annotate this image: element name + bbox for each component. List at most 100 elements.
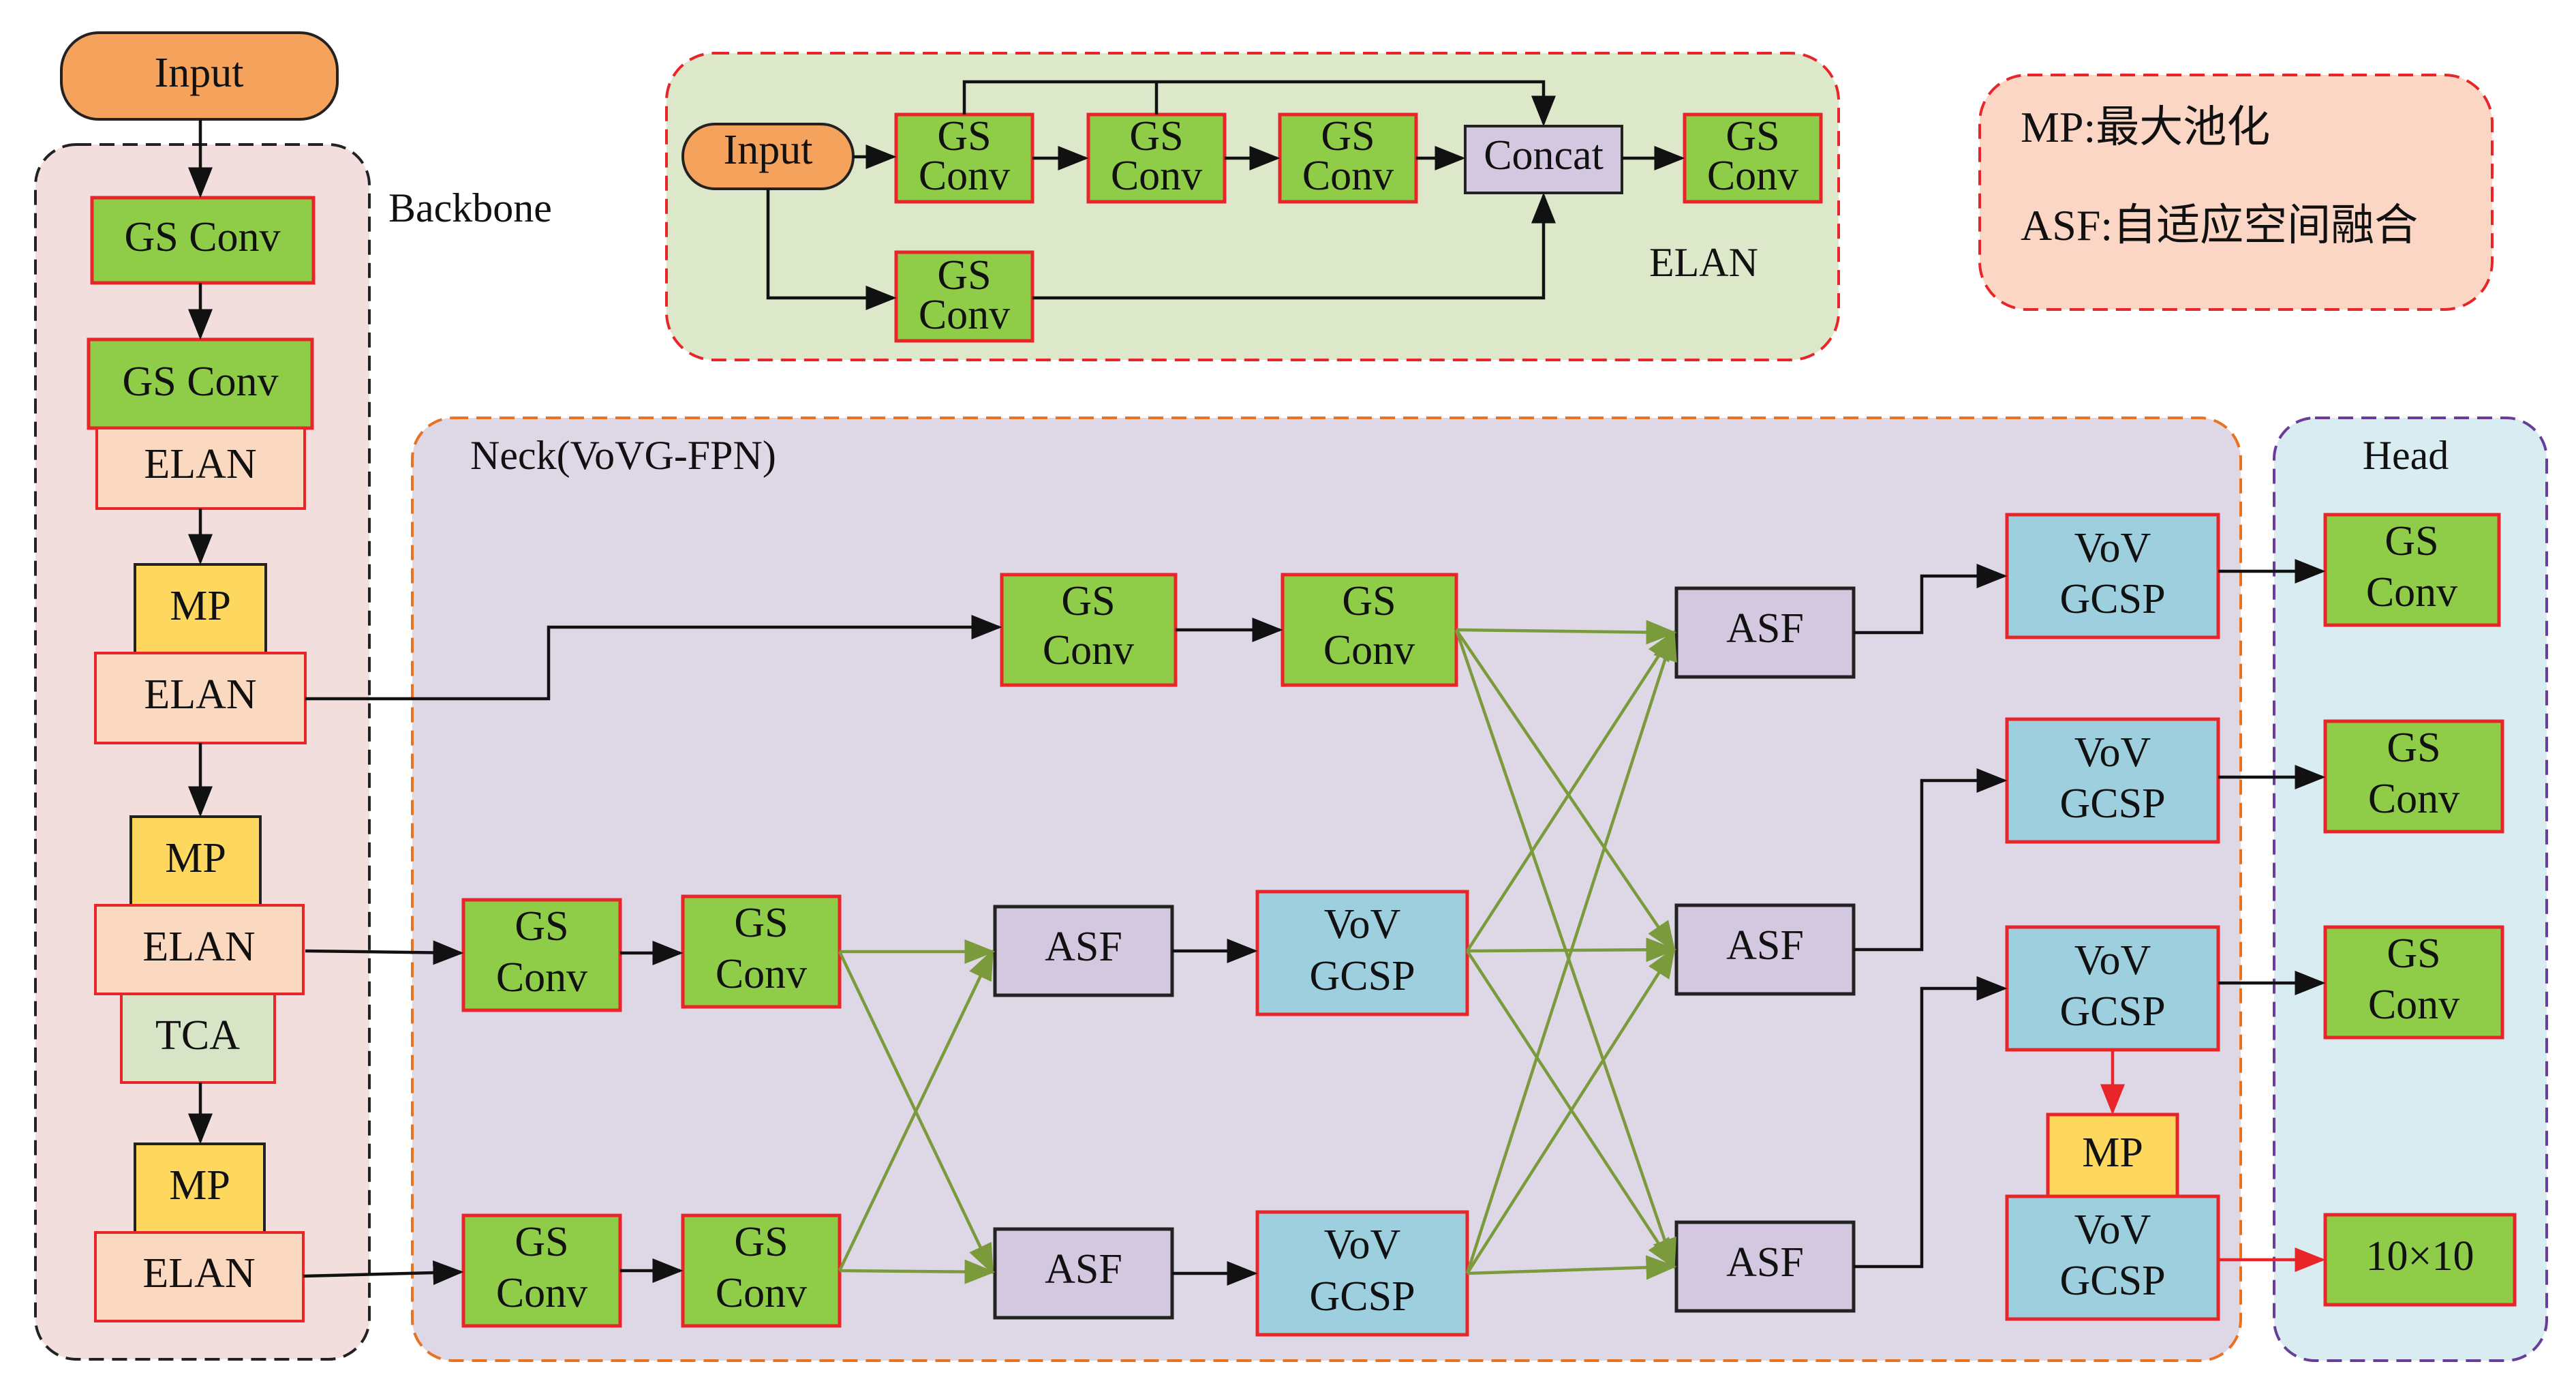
svg-text:VoV: VoV (2074, 525, 2151, 571)
svg-text:GS: GS (2385, 518, 2438, 564)
neck-gs-conv-bot-2: GS Conv (681, 1213, 842, 1328)
backbone-gs-conv-1: GS Conv (90, 196, 316, 285)
svg-text:VoV: VoV (1324, 901, 1401, 948)
backbone-elan-4: ELAN (94, 1231, 305, 1322)
neck-vov-gcsp-right-4: VoV GCSP (2005, 1194, 2220, 1321)
backbone-tca: TCA (120, 993, 276, 1084)
neck-gs-conv-top-2: GS Conv (1281, 573, 1458, 687)
svg-text:Conv: Conv (1302, 153, 1394, 199)
svg-text:ASF: ASF (1726, 605, 1804, 652)
elan-gs-conv-branch: GS Conv (894, 250, 1034, 343)
svg-text:ASF: ASF (1726, 922, 1804, 969)
elan-gs-conv-3: GS Conv (1278, 112, 1418, 204)
head-gs-conv-2: GS Conv (2323, 719, 2504, 834)
backbone-title: Backbone (388, 185, 552, 230)
elan-gs-conv-1: GS Conv (894, 112, 1034, 204)
svg-text:VoV: VoV (2074, 729, 2151, 776)
neck-vov-gcsp-right-2: VoV GCSP (2005, 717, 2220, 844)
neck-vov-gcsp-right-1: VoV GCSP (2005, 513, 2220, 639)
svg-text:GS Conv: GS Conv (122, 359, 278, 405)
svg-text:Conv: Conv (496, 1270, 587, 1316)
neck-gs-conv-mid-1: GS Conv (461, 898, 622, 1012)
svg-text:GS: GS (1342, 578, 1396, 624)
neck-gs-conv-bot-1: GS Conv (461, 1213, 622, 1328)
svg-text:GCSP: GCSP (1309, 1273, 1415, 1320)
head-title: Head (2363, 433, 2449, 478)
svg-text:VoV: VoV (1324, 1222, 1401, 1268)
svg-text:MP: MP (2082, 1130, 2143, 1176)
svg-text:Conv: Conv (2368, 776, 2459, 822)
svg-text:GCSP: GCSP (2059, 1258, 2165, 1304)
neck-asf-bot: ASF (993, 1227, 1174, 1320)
svg-text:Conv: Conv (1111, 153, 1202, 199)
svg-text:Conv: Conv (1043, 627, 1134, 674)
neck-gs-conv-top-1: GS Conv (1000, 573, 1178, 687)
neck-mp: MP (2046, 1113, 2179, 1198)
neck-asf-right-bot: ASF (1674, 1220, 1856, 1313)
svg-text:ELAN: ELAN (144, 671, 256, 718)
svg-text:GS: GS (734, 1219, 788, 1265)
legend-asf: ASF:自适应空间融合 (2021, 201, 2418, 249)
svg-text:ELAN: ELAN (142, 1250, 255, 1297)
backbone-gs-conv-2: GS Conv (87, 337, 314, 430)
neck-vov-gcsp-bot: VoV GCSP (1255, 1210, 1469, 1337)
neck-vov-gcsp-mid: VoV GCSP (1255, 890, 1469, 1016)
svg-text:ASF: ASF (1726, 1239, 1804, 1286)
svg-text:GS: GS (937, 252, 991, 299)
head-gs-conv-3: GS Conv (2323, 925, 2504, 1040)
legend-box (1978, 74, 2494, 311)
svg-text:GS Conv: GS Conv (124, 214, 280, 260)
neck-asf-right-mid: ASF (1674, 903, 1856, 996)
svg-text:VoV: VoV (2074, 937, 2151, 984)
svg-text:GS: GS (937, 113, 991, 160)
neck-asf-mid: ASF (993, 905, 1174, 997)
neck-asf-right-top: ASF (1674, 586, 1856, 679)
neck-gs-conv-mid-2: GS Conv (681, 894, 842, 1009)
svg-text:Conv: Conv (716, 951, 807, 997)
svg-text:Input: Input (724, 127, 813, 173)
elan-gs-conv-2: GS Conv (1086, 112, 1227, 204)
svg-text:10×10: 10×10 (2366, 1233, 2474, 1280)
svg-text:MP: MP (170, 583, 231, 629)
svg-text:GS: GS (1129, 113, 1183, 160)
legend-mp: MP:最大池化 (2021, 103, 2270, 151)
neck-vov-gcsp-right-3: VoV GCSP (2005, 925, 2220, 1052)
backbone-elan-3: ELAN (94, 904, 305, 995)
elan-input: Input (681, 123, 855, 190)
svg-text:Conv: Conv (919, 153, 1010, 199)
svg-text:Conv: Conv (2368, 982, 2459, 1028)
neck-title: Neck(VoVG-FPN) (470, 433, 776, 478)
backbone-elan-2: ELAN (94, 652, 307, 744)
head-output-10x10: 10×10 (2323, 1213, 2517, 1307)
backbone-mp-3: MP (134, 1143, 266, 1234)
svg-text:GS: GS (734, 900, 788, 946)
backbone-elan-1: ELAN (95, 427, 306, 510)
svg-text:GCSP: GCSP (2059, 781, 2165, 827)
svg-text:GS: GS (1061, 578, 1115, 624)
elan-detail-title: ELAN (1649, 240, 1758, 285)
svg-text:ELAN: ELAN (144, 441, 256, 487)
head-gs-conv-1: GS Conv (2323, 513, 2501, 627)
svg-text:VoV: VoV (2074, 1207, 2151, 1253)
svg-text:GCSP: GCSP (1309, 953, 1415, 999)
svg-text:GS: GS (2387, 930, 2440, 977)
svg-text:Conv: Conv (1707, 153, 1798, 199)
elan-concat: Concat (1464, 125, 1623, 194)
svg-text:Input: Input (155, 50, 244, 96)
svg-text:TCA: TCA (155, 1012, 240, 1059)
svg-text:GS: GS (515, 1219, 568, 1265)
svg-text:GCSP: GCSP (2059, 988, 2165, 1035)
backbone-input: Input (60, 31, 339, 121)
svg-text:Conv: Conv (716, 1270, 807, 1316)
elan-detail-region (665, 52, 1840, 361)
svg-text:Conv: Conv (2366, 569, 2457, 616)
svg-text:Conv: Conv (496, 954, 587, 1001)
svg-text:Conv: Conv (919, 292, 1010, 338)
svg-text:ASF: ASF (1045, 924, 1122, 970)
svg-text:ELAN: ELAN (142, 924, 255, 970)
svg-text:MP: MP (169, 1162, 230, 1209)
svg-text:GS: GS (515, 903, 568, 950)
backbone-mp-2: MP (129, 815, 262, 907)
svg-text:MP: MP (165, 835, 226, 881)
